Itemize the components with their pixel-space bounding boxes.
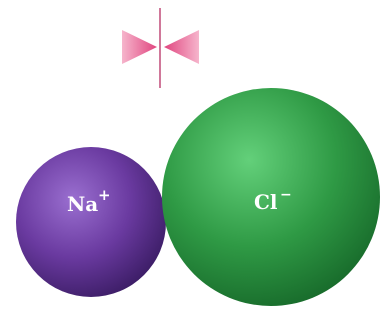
chloride-ion: Cl −: [162, 88, 380, 306]
sodium-ion: Na +: [16, 147, 166, 297]
sodium-symbol: Na: [67, 192, 98, 216]
chloride-sphere: [162, 88, 380, 306]
sodium-sphere: [16, 147, 166, 297]
attraction-arrow-left-icon: [122, 30, 157, 64]
attraction-arrow-right-icon: [164, 30, 199, 64]
chloride-symbol: Cl: [254, 190, 278, 214]
chloride-charge: −: [280, 187, 292, 203]
sodium-charge: +: [98, 186, 111, 204]
